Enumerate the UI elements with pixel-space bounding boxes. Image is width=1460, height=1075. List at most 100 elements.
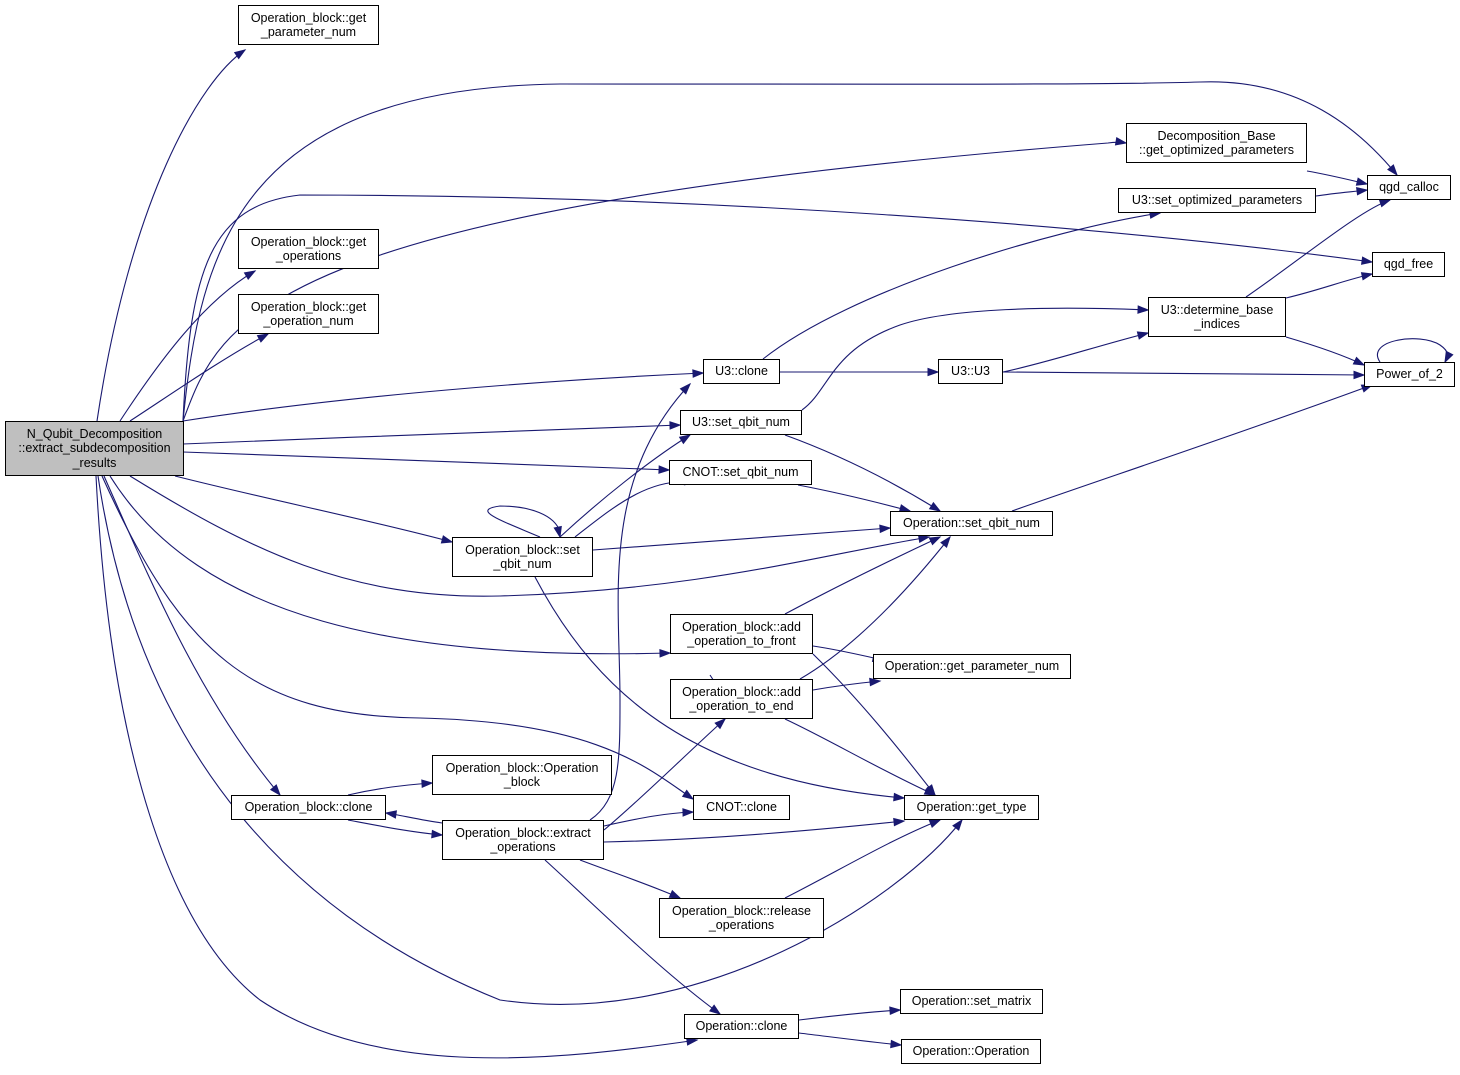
arrowhead-icon [678, 434, 692, 445]
call-edge [487, 505, 562, 539]
arrowhead-icon [256, 333, 270, 343]
call-edge-line [182, 372, 704, 422]
call-edge [97, 475, 963, 1005]
function-node-decomp-get-opt[interactable]: Decomposition_Base::get_optimized_parame… [1126, 123, 1307, 163]
function-node-u3-u3[interactable]: U3::U3 [938, 359, 1003, 384]
function-node-op-get-type[interactable]: Operation::get_type [904, 795, 1039, 820]
arrowhead-icon [233, 49, 247, 60]
function-node-ob-ctor[interactable]: Operation_block::Operation_block [432, 755, 612, 795]
function-node-label: U3::clone [715, 364, 768, 379]
function-node-ob-clone[interactable]: Operation_block::clone [231, 795, 386, 820]
function-node-ob-get-param-num[interactable]: Operation_block::get_parameter_num [238, 5, 379, 45]
call-edge [1285, 272, 1374, 299]
call-edge [129, 333, 270, 422]
call-edge [579, 859, 682, 899]
arrowhead-icon [679, 382, 692, 395]
arrowhead-icon [940, 535, 951, 548]
function-node-u3-clone[interactable]: U3::clone [703, 359, 780, 384]
call-edge [109, 475, 672, 658]
arrowhead-icon [1444, 350, 1454, 364]
arrowhead-icon [1378, 199, 1392, 208]
function-node-cnot-set-qbit[interactable]: CNOT::set_qbit_num [669, 460, 812, 485]
function-node-op-ctor[interactable]: Operation::Operation [901, 1039, 1041, 1064]
call-edge-line [174, 475, 453, 543]
call-edge [1315, 186, 1369, 197]
function-node-ob-add-front[interactable]: Operation_block::add_operation_to_front [670, 614, 813, 654]
function-node-label: _indices [1194, 317, 1240, 331]
function-node-ob-get-operation-num[interactable]: Operation_block::get_operation_num [238, 294, 379, 334]
function-node-label: Decomposition_Base [1157, 128, 1276, 143]
function-node-label: _block [503, 775, 541, 789]
call-edge [182, 421, 682, 445]
function-node-label: Operation::set_matrix [911, 994, 1032, 1009]
call-edge-line [762, 212, 1161, 360]
function-node-label: Operation::get_type [916, 800, 1027, 815]
function-node-u3-set-opt[interactable]: U3::set_optimized_parameters [1118, 188, 1316, 213]
call-edge-line [129, 475, 930, 597]
call-edge [589, 382, 692, 821]
function-node-label: CNOT::set_qbit_num [682, 465, 799, 480]
arrowhead-icon [708, 1004, 722, 1015]
function-node-ob-add-end[interactable]: Operation_block::add_operation_to_end [670, 679, 813, 719]
arrowhead-icon [927, 367, 940, 377]
arrowhead-icon [890, 1039, 903, 1049]
function-node-ob-set-qbit[interactable]: Operation_block::set_qbit_num [452, 537, 593, 577]
call-edge [544, 859, 722, 1015]
call-edge [784, 536, 942, 615]
function-node-op-get-param-num[interactable]: Operation::get_parameter_num [873, 654, 1071, 679]
call-edge-line [1377, 338, 1448, 363]
function-node-op-set-matrix[interactable]: Operation::set_matrix [900, 989, 1043, 1014]
function-node-label: N_Qubit_Decomposition [26, 426, 163, 441]
function-node-u3-set-qbit[interactable]: U3::set_qbit_num [680, 410, 802, 435]
call-edge [101, 475, 695, 800]
arrowhead-icon [879, 524, 892, 534]
function-node-op-clone[interactable]: Operation::clone [684, 1014, 799, 1039]
function-node-label: Operation::get_parameter_num [884, 659, 1060, 674]
function-node-root[interactable]: N_Qubit_Decomposition::extract_subdecomp… [5, 421, 184, 476]
call-edge [182, 137, 1128, 422]
arrowhead-icon [669, 421, 682, 430]
call-edge [762, 210, 1162, 360]
call-edge-line [784, 718, 936, 796]
call-edge-line [95, 475, 698, 1059]
call-edge [798, 1032, 903, 1049]
arrowhead-icon [384, 810, 397, 819]
function-node-ob-get-operations[interactable]: Operation_block::get_operations [238, 229, 379, 269]
function-node-ob-extract[interactable]: Operation_block::extract_operations [442, 820, 604, 860]
function-node-qgd-calloc[interactable]: qgd_calloc [1367, 175, 1451, 200]
function-node-label: _operations [708, 918, 775, 932]
call-edge [384, 810, 443, 824]
arrowhead-icon [928, 536, 942, 546]
call-edge-line [1285, 273, 1373, 299]
arrowhead-icon [714, 717, 727, 730]
function-node-cnot-clone[interactable]: CNOT::clone [693, 795, 790, 820]
function-node-ob-release[interactable]: Operation_block::release_operations [659, 898, 824, 938]
call-edge-line [129, 333, 269, 422]
arrowhead-icon [682, 808, 695, 817]
function-node-power-of-2[interactable]: Power_of_2 [1364, 362, 1455, 387]
call-edge [182, 451, 671, 474]
arrowhead-icon [928, 501, 942, 512]
call-edge-line [1002, 332, 1149, 373]
call-edge [103, 475, 281, 797]
function-node-op-set-qbit[interactable]: Operation::set_qbit_num [890, 511, 1053, 536]
function-node-label: _operations [490, 840, 556, 854]
call-edge [592, 524, 892, 551]
function-node-u3-determine[interactable]: U3::determine_base_indices [1148, 297, 1286, 337]
call-edge [182, 81, 1398, 422]
call-edge [784, 819, 942, 899]
call-edge [798, 1006, 902, 1021]
function-node-label: Operation::set_qbit_num [903, 516, 1040, 531]
call-edge-line [798, 1032, 902, 1046]
function-node-label: _operation_to_front [687, 634, 796, 648]
call-edge-line [784, 819, 941, 899]
function-node-label: Operation::Operation [912, 1044, 1030, 1059]
call-edge [1011, 384, 1374, 512]
call-edge-line [592, 527, 891, 551]
call-edge-line [801, 307, 1149, 411]
function-node-qgd-free[interactable]: qgd_free [1372, 252, 1445, 277]
call-edge-line [96, 49, 246, 422]
function-node-label: _operation_num [263, 314, 354, 328]
function-node-label: ::extract_subdecomposition [18, 441, 171, 456]
